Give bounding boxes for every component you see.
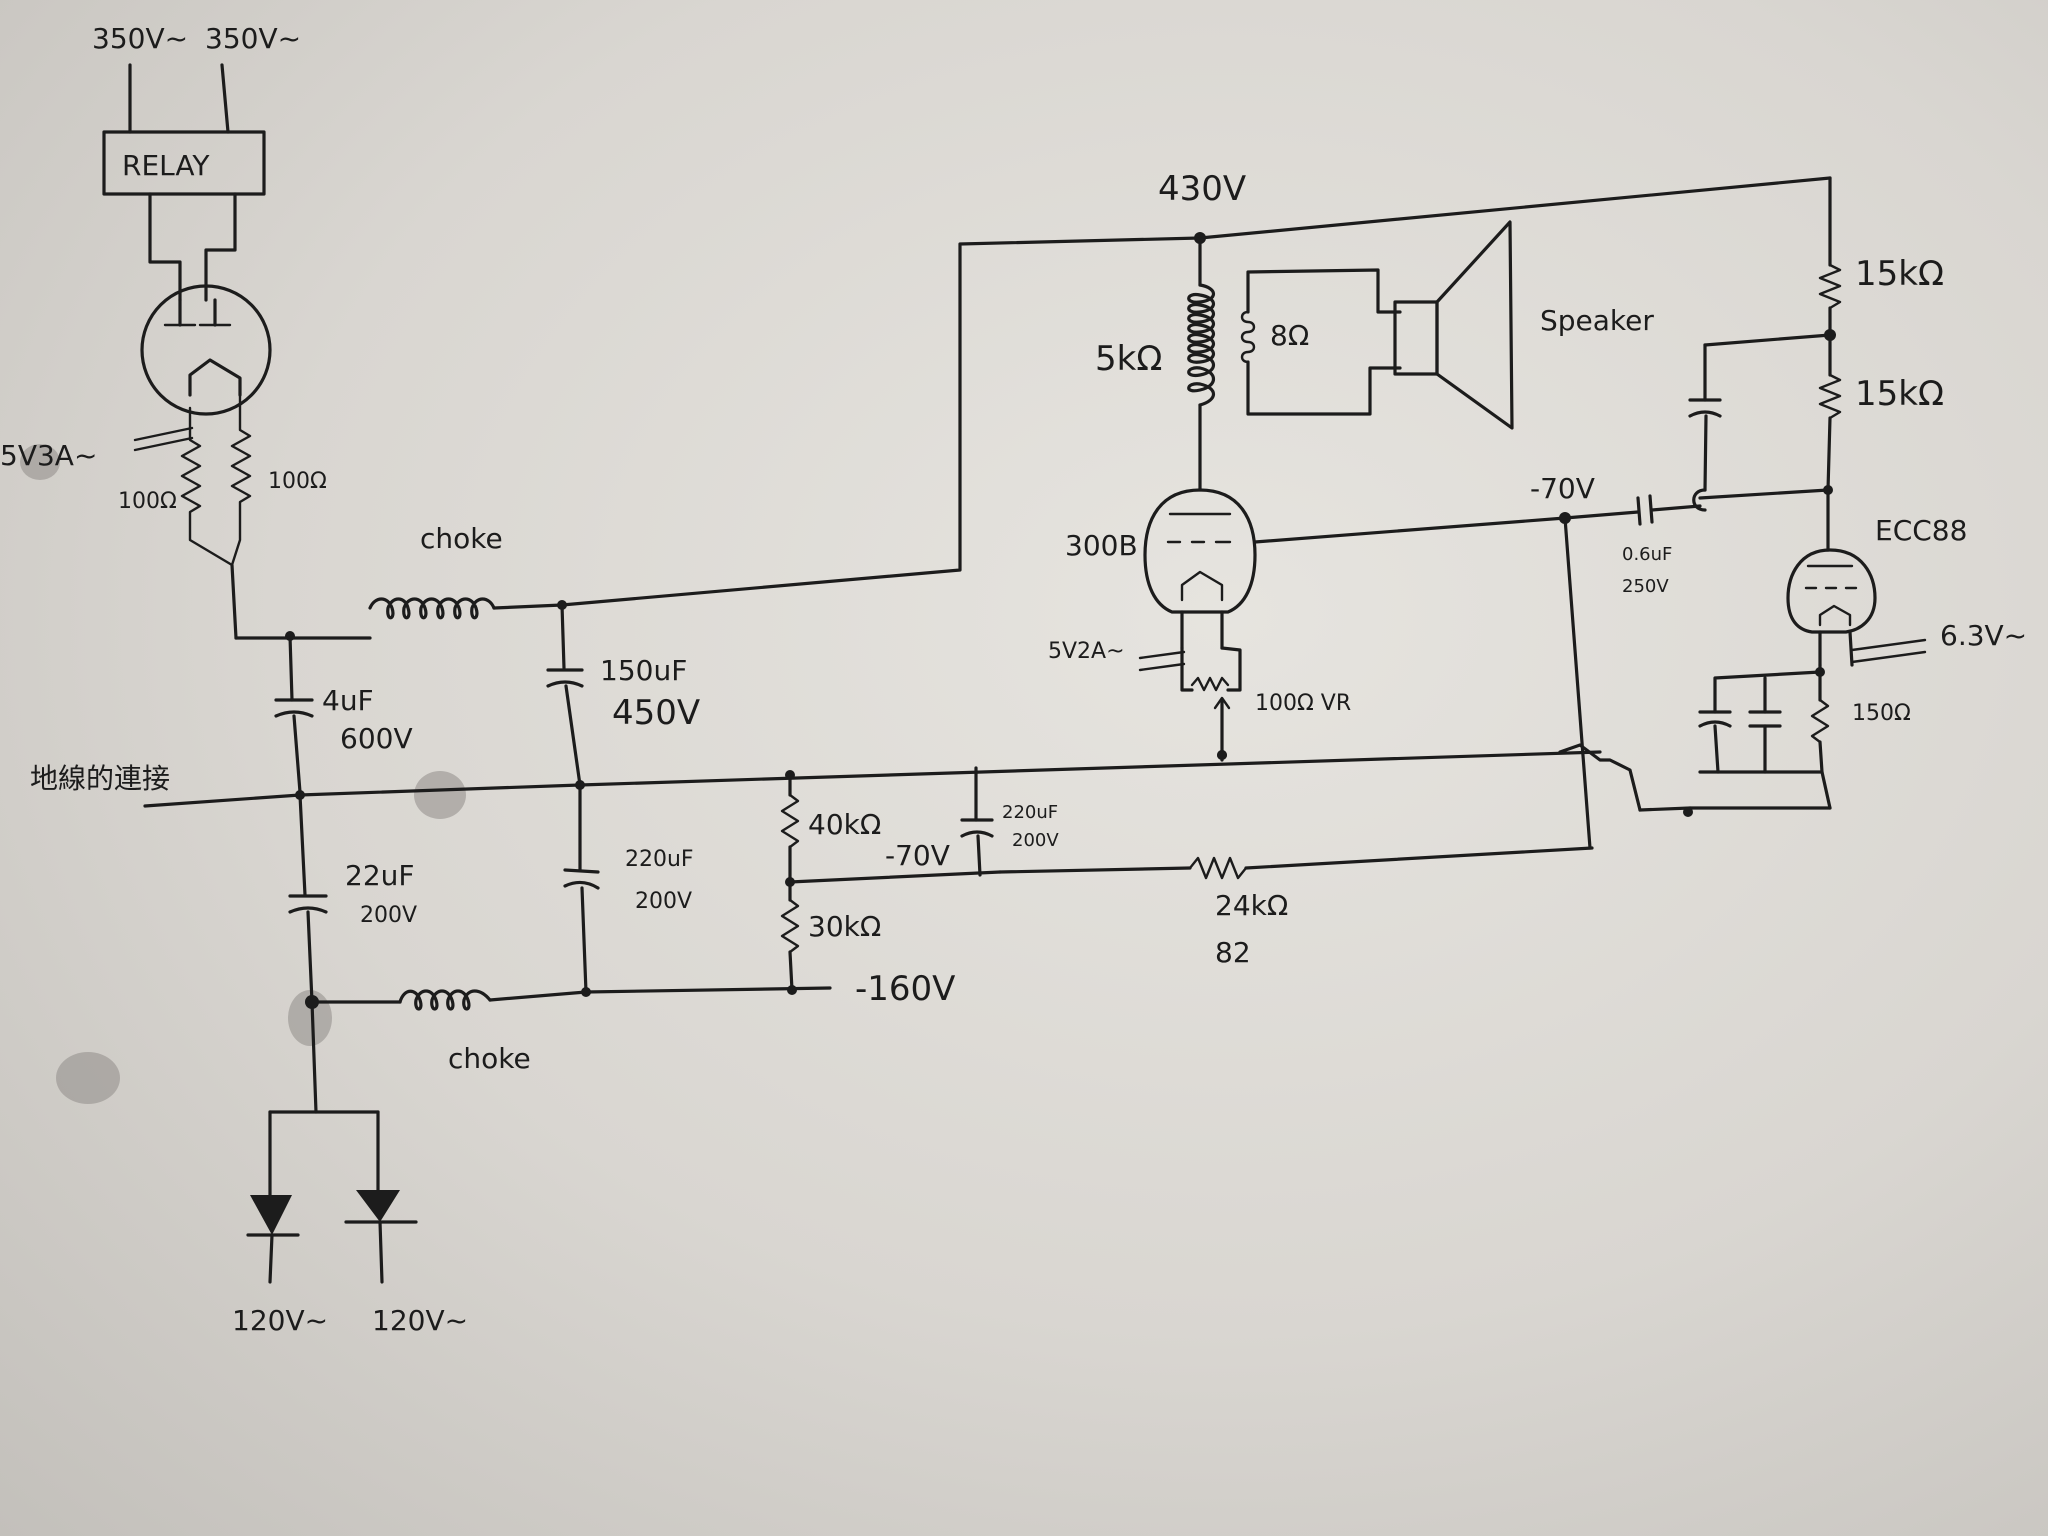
filament-resistors — [133, 393, 252, 640]
ink-stain — [414, 771, 466, 819]
speaker-symbol — [1393, 220, 1514, 430]
relay-to-tube-wires — [148, 192, 237, 302]
junction-dot — [1815, 667, 1825, 677]
junction-dot — [1683, 807, 1693, 817]
label-cap-4uf: 4uF — [322, 684, 374, 717]
ecc88-cathode-network — [1638, 663, 1832, 812]
junction-dot — [581, 987, 591, 997]
label-r-82: 82 — [1215, 936, 1251, 969]
label-r-15k-top: 15kΩ — [1855, 254, 1944, 294]
ac-input-leads — [128, 63, 230, 134]
ink-stain — [20, 444, 60, 480]
label-ground-note: 地線的連接 — [30, 762, 170, 795]
label-r-15k-bottom: 15kΩ — [1855, 374, 1944, 414]
bias-divider — [780, 773, 1002, 992]
output-transformer-secondary — [1240, 268, 1402, 416]
label-cap-coupling: 0.6uF — [1622, 544, 1672, 565]
tube-300b — [1138, 488, 1257, 762]
label-tube-ecc88: ECC88 — [1875, 514, 1967, 547]
label-choke-top: choke — [420, 522, 503, 555]
label-cap-220uf-mid: 220uF — [625, 847, 694, 872]
label-cap-coupling-v: 250V — [1622, 576, 1669, 597]
junction-dot — [1823, 485, 1833, 495]
label-v-minus160: -160V — [855, 969, 955, 1009]
r-24k — [998, 846, 1594, 880]
cap-150uf — [546, 603, 584, 787]
junction-dot — [785, 877, 795, 887]
label-tube-300b: 300B — [1065, 529, 1138, 562]
ink-stain — [56, 1052, 120, 1104]
negative-bus — [310, 986, 832, 1011]
label-vr-100: 100Ω VR — [1255, 691, 1351, 716]
label-cap-220uf-right: 220uF — [1002, 802, 1058, 823]
label-ac-in-2: 350V~ — [205, 22, 301, 55]
ground-bus — [143, 743, 1642, 812]
label-filament-ecc88: 6.3V~ — [1940, 619, 2027, 652]
cap-4uf — [274, 634, 314, 794]
relay-box — [102, 130, 266, 196]
label-v-minus70-grid: -70V — [1530, 472, 1595, 505]
diode-pair — [246, 1000, 418, 1284]
label-cap-4uf-v: 600V — [340, 722, 413, 755]
label-diode-ac-2: 120V~ — [372, 1304, 468, 1337]
label-transformer-secondary: 8Ω — [1270, 319, 1309, 352]
ecc88-plate-circuit — [1688, 176, 1842, 552]
label-r-100-left: 100Ω — [118, 489, 177, 514]
label-r-24k: 24kΩ — [1215, 889, 1288, 922]
label-filament-300b: 5V2A~ — [1048, 639, 1125, 664]
cap-220uf-right — [960, 766, 994, 877]
label-r-150: 150Ω — [1852, 701, 1911, 726]
label-transformer-primary: 5kΩ — [1095, 339, 1162, 379]
label-cap-22uf: 22uF — [345, 859, 414, 892]
label-cap-22uf-v: 200V — [360, 903, 417, 928]
label-choke-bottom: choke — [448, 1042, 531, 1075]
label-rect-filament: 5V3A~ — [0, 439, 97, 472]
label-v-minus70-mid: -70V — [885, 839, 950, 872]
b-plus-bus — [234, 176, 1832, 640]
label-cap-220uf-mid-v: 200V — [635, 889, 692, 914]
label-r-40k: 40kΩ — [808, 808, 881, 841]
label-v-430: 430V — [1158, 169, 1246, 209]
output-transformer-primary — [1187, 236, 1216, 492]
label-ac-in-1: 350V~ — [92, 22, 188, 55]
grid-line-300b — [1253, 494, 1702, 850]
label-r-30k: 30kΩ — [808, 910, 881, 943]
label-diode-ac-1: 120V~ — [232, 1304, 328, 1337]
cap-220uf-mid — [563, 783, 600, 994]
tube-ecc88 — [1786, 548, 1927, 667]
junction-dot — [1559, 512, 1571, 524]
label-cap-220uf-right-v: 200V — [1012, 830, 1059, 851]
junction-dot — [1824, 329, 1836, 341]
label-speaker: Speaker — [1540, 304, 1654, 337]
junction-dot — [1217, 750, 1227, 760]
label-r-100-right: 100Ω — [268, 469, 327, 494]
label-cap-150uf: 150uF — [600, 654, 687, 687]
label-relay: RELAY — [122, 149, 210, 182]
ink-stain — [288, 990, 332, 1046]
cap-22uf — [288, 793, 328, 1004]
label-cap-150uf-v: 450V — [612, 693, 700, 733]
rectifier-tube — [140, 284, 272, 416]
